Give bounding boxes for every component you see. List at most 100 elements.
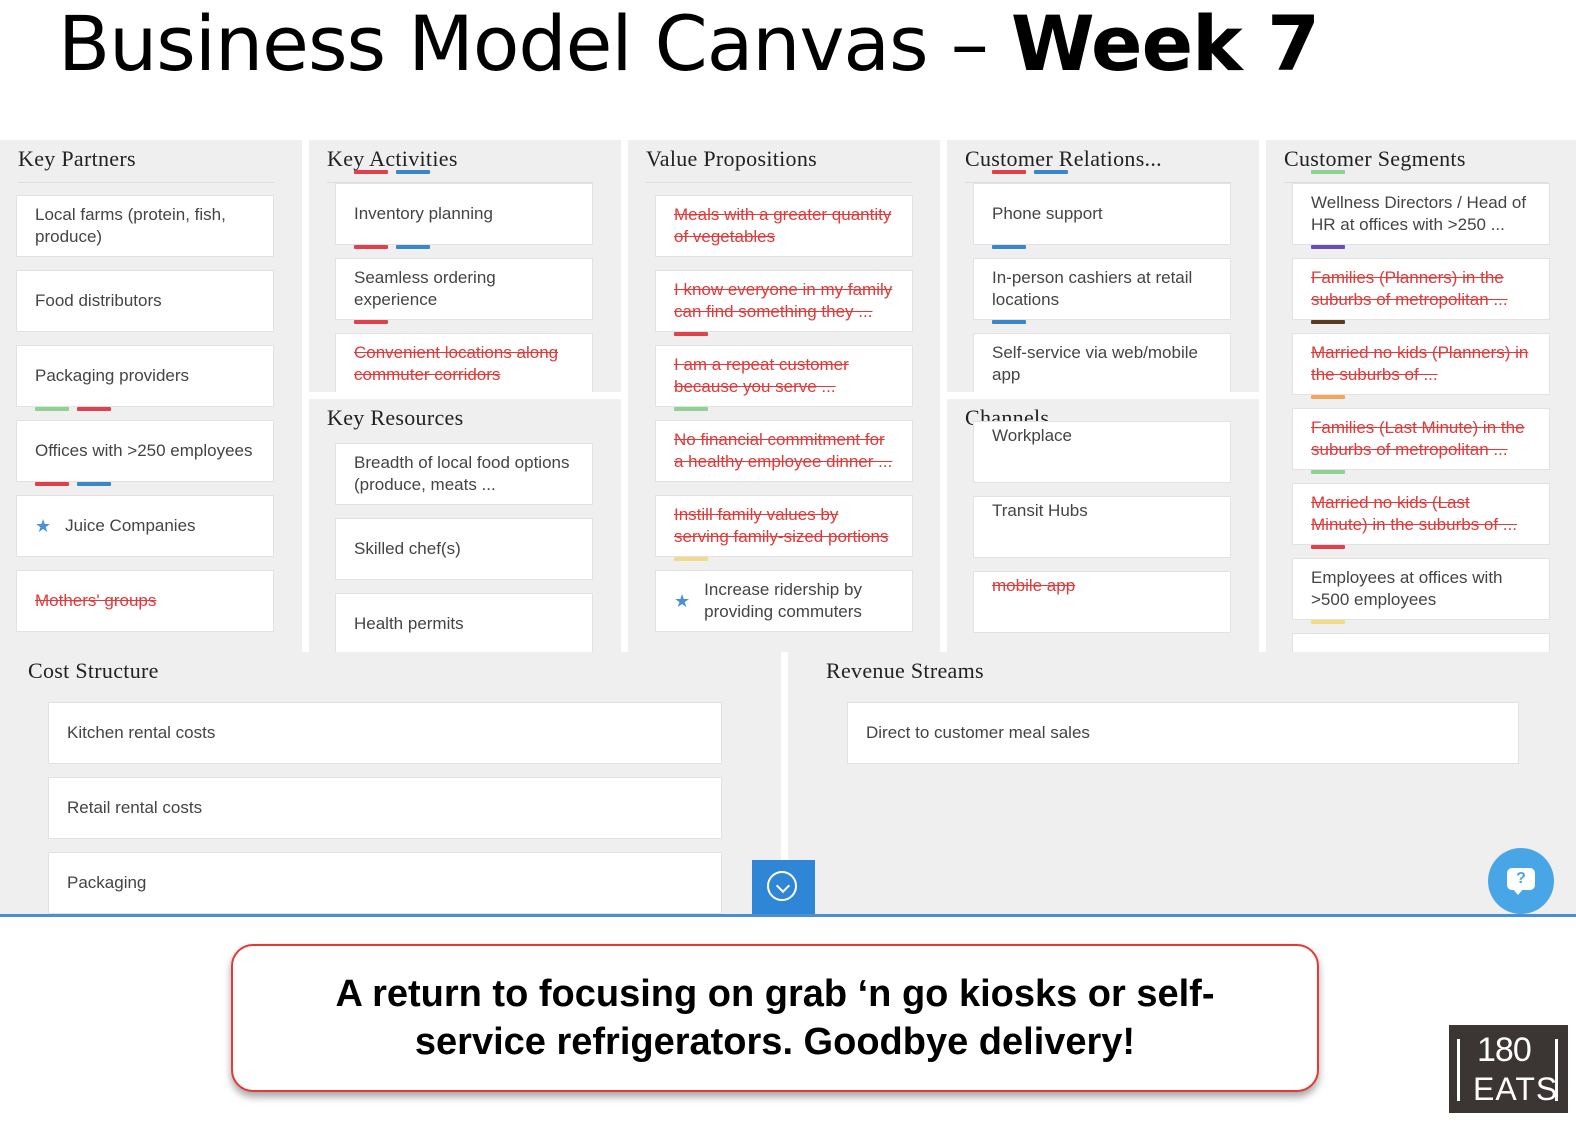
tag-blue [992,320,1026,324]
canvas-card[interactable]: Convenient locations along commuter corr… [335,320,593,392]
block-title: Value Propositions [646,146,818,171]
canvas-card[interactable]: Married no kids (Last Minute) in the sub… [1292,470,1550,545]
canvas-card[interactable]: Wellness Directors / Head of HR at offic… [1292,170,1550,245]
canvas-card[interactable]: No financial commitment for a healthy em… [655,407,913,482]
card-text: Offices with >250 employees [35,441,253,460]
card-text: Wellness Directors / Head of HR at offic… [1311,193,1527,234]
card-text: Meals with a greater quantity of vegetab… [674,205,892,246]
card-tags [1311,620,1345,624]
block-value-propositions: Value Propositions Meals with a greater … [628,140,940,652]
tag-red [992,170,1026,174]
canvas-card[interactable]: Families (Last Minute) in the suburbs of… [1292,395,1550,470]
card-tags [992,245,1026,249]
logo-number: 180 [1477,1031,1532,1069]
tag-purple [1311,245,1345,249]
canvas-card[interactable]: In-person cashiers at retail locations [973,245,1231,320]
star-icon: ★ [35,516,52,536]
card-tags [992,320,1026,324]
block-title: Key Activities [327,146,458,171]
tag-blue [1034,170,1068,174]
canvas-card[interactable]: Retail rental costs [48,777,722,839]
card-text: Kitchen rental costs [67,723,216,742]
canvas-card[interactable]: Skilled chef(s) [335,518,593,580]
canvas-card[interactable] [1292,620,1550,652]
canvas-card[interactable]: Meals with a greater quantity of vegetab… [655,195,913,257]
card-text: mobile app [992,576,1076,595]
title-divider [646,182,912,183]
canvas-card[interactable]: ★ Juice Companies [16,482,274,557]
card-tags [1311,170,1345,174]
canvas-card[interactable]: Workplace [973,421,1231,483]
card-text: Phone support [992,204,1103,223]
title-divider [965,182,1231,183]
canvas-card[interactable]: Mothers' groups [16,570,274,632]
canvas-card[interactable]: ★Increase ridership by providing commute… [655,557,913,632]
card-text: In-person cashiers at retail locations [992,268,1193,309]
card-text: Local farms (protein, fish, produce) [35,205,226,246]
card-tags [35,407,111,411]
canvas-card[interactable]: Instill family values by serving family-… [655,495,913,557]
scroll-down-button[interactable] [752,860,815,914]
canvas-bottom-border [0,914,1576,917]
title-divider [1284,182,1548,183]
card-text: Health permits [354,614,464,633]
block-title: Cost Structure [28,658,159,683]
canvas-card[interactable]: Local farms (protein, fish, produce) [16,195,274,257]
canvas-card[interactable]: Phone support [973,170,1231,245]
tag-red [674,332,708,336]
canvas-card[interactable]: mobile app [973,571,1231,633]
title-divider [327,182,593,183]
canvas-card[interactable]: Married no kids (Planners) in the suburb… [1292,320,1550,395]
canvas-card[interactable]: Self-service via web/mobile app [973,320,1231,392]
card-text: Instill family values by serving family-… [674,505,889,546]
card-text: Retail rental costs [67,798,203,817]
page-title: Business Model Canvas – Week 7 [58,0,1320,88]
canvas-card[interactable]: I know everyone in my family can find so… [655,270,913,332]
tag-green [35,407,69,411]
canvas-card[interactable]: Kitchen rental costs [48,702,722,764]
card-tags [674,332,708,336]
tag-green [674,407,708,411]
card-text: Workplace [992,426,1072,445]
fork-icon [1457,1039,1460,1101]
card-text: Seamless ordering experience [354,268,496,309]
canvas-card[interactable]: Seamless ordering experience [335,245,593,320]
card-text: Employees at offices with >500 employees [1311,568,1503,609]
canvas-card[interactable]: Packaging providers [16,345,274,407]
tag-blue [396,245,430,249]
canvas-card[interactable]: Health permits [335,593,593,652]
card-text: I know everyone in my family can find so… [674,280,893,321]
card-text: Inventory planning [354,204,493,223]
canvas-card[interactable]: Employees at offices with >500 employees [1292,545,1550,620]
card-text: Convenient locations along commuter corr… [354,343,559,384]
callout-text: A return to focusing on grab ‘n go kiosk… [335,973,1215,1063]
block-title: Key Resources [327,405,464,430]
help-icon: ? [1507,868,1535,890]
canvas-card[interactable]: Families (Planners) in the suburbs of me… [1292,245,1550,320]
canvas-card[interactable]: I am a repeat customer because you serve… [655,332,913,407]
card-tags [354,320,388,324]
card-text: Packaging providers [35,366,190,385]
card-tags [674,557,708,561]
canvas-card[interactable]: Inventory planning [335,170,593,245]
canvas-card[interactable]: Transit Hubs [973,496,1231,558]
canvas-card[interactable]: Packaging [48,852,722,914]
tag-red [1311,545,1345,549]
canvas-card[interactable]: Food distributors [16,270,274,332]
tag-blue [77,482,111,486]
star-icon: ★ [674,591,691,611]
tag-brown [1311,320,1345,324]
brand-logo: 180 EATS [1449,1025,1568,1113]
card-tags [1311,470,1345,474]
canvas-card[interactable]: Offices with >250 employees [16,407,274,482]
canvas-card[interactable]: Direct to customer meal sales [847,702,1519,764]
help-chat-button[interactable]: ? [1488,848,1554,914]
block-customer-segments: Customer Segments Wellness Directors / H… [1266,140,1576,652]
tag-red [354,170,388,174]
tag-red [35,482,69,486]
canvas-card[interactable]: Breadth of local food options (produce, … [335,443,593,505]
card-text: Juice Companies [65,516,196,535]
card-text: Transit Hubs [992,501,1088,520]
